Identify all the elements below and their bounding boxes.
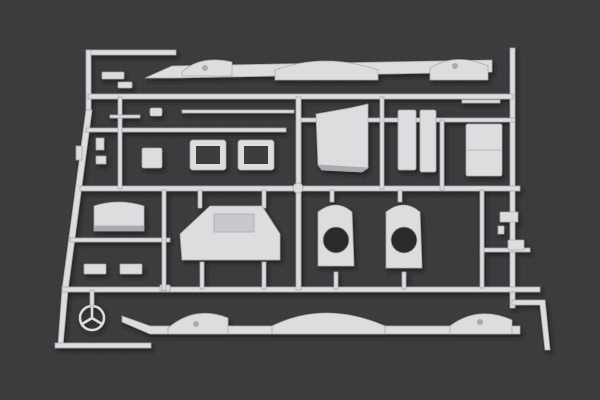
large-panel-top <box>315 103 370 173</box>
central-body-panel <box>179 205 281 261</box>
rod-parts <box>109 99 501 119</box>
chassis-rail-bottom <box>121 312 521 335</box>
chassis-rail-top <box>144 59 493 81</box>
small-tags-bottom-left <box>83 263 143 275</box>
bracket-pair <box>189 139 275 171</box>
stacked-plates <box>397 109 503 177</box>
star-emblem <box>78 289 106 332</box>
sprue-vertical-runners <box>117 96 485 291</box>
sprue-frame <box>54 47 551 351</box>
runner-knob <box>292 182 304 194</box>
fender-housing-left <box>317 204 355 267</box>
fender-housing-right <box>385 204 423 269</box>
small-parts-left <box>75 71 163 169</box>
hood-part <box>93 201 145 232</box>
small-parts-right <box>497 211 525 251</box>
